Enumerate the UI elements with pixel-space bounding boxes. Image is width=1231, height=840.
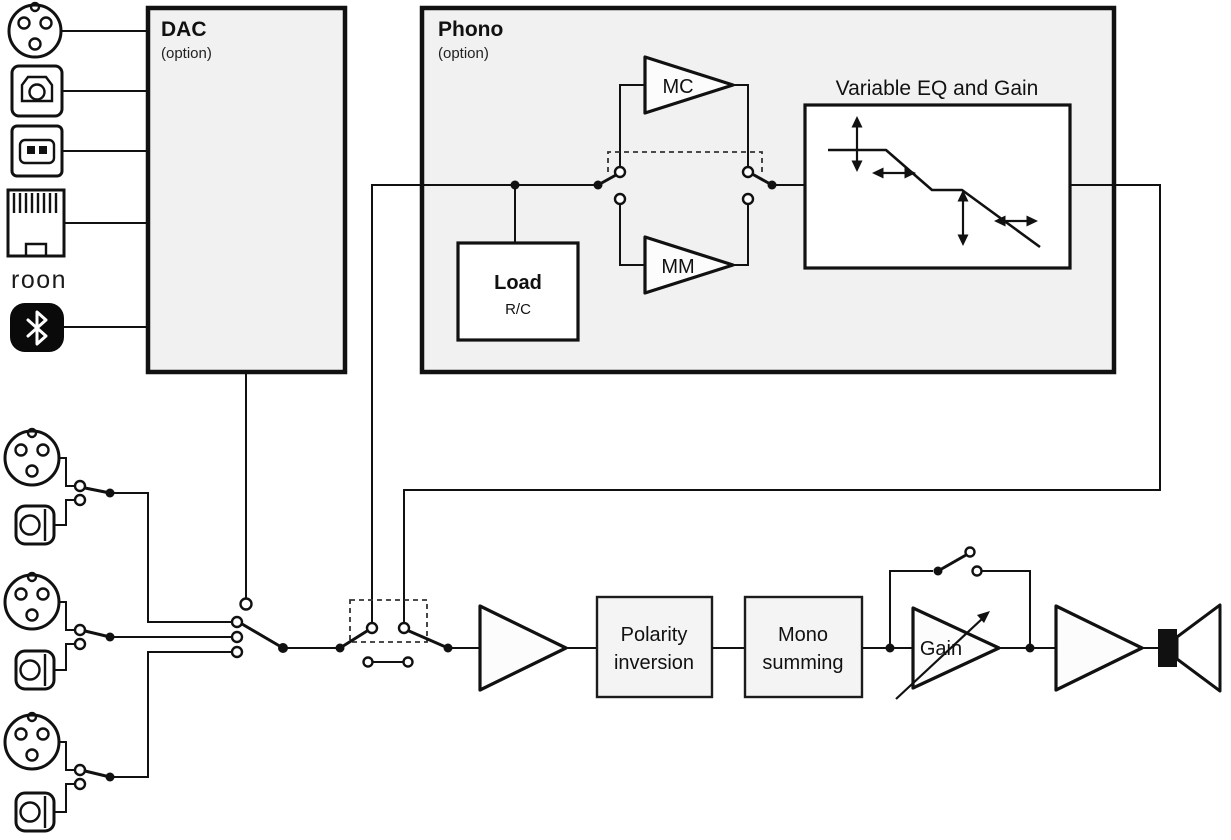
buffer-amp-icon bbox=[478, 604, 568, 692]
mc-mm-wires bbox=[619, 84, 749, 266]
mc-mm-input-switch bbox=[593, 165, 627, 206]
gain-amp-icon: Gain bbox=[895, 606, 1001, 700]
polarity-inversion-box: Polarity inversion bbox=[595, 595, 714, 699]
eq-adjust-arrow-horizontal-1 bbox=[872, 167, 916, 179]
junction-gain-input bbox=[885, 643, 895, 653]
variable-gain-arrow bbox=[895, 611, 990, 700]
rca-analog-input-1-icon bbox=[14, 504, 56, 546]
analog-input-2-switch bbox=[54, 601, 115, 671]
wire-phono-input bbox=[371, 184, 598, 623]
phono-loop-switch bbox=[335, 599, 453, 668]
phono-option-label: (option) bbox=[438, 45, 489, 62]
eq-title: Variable EQ and Gain bbox=[836, 77, 1039, 100]
xlr-analog-input-1-icon bbox=[3, 427, 61, 487]
phono-label: Phono bbox=[438, 18, 503, 41]
dac-option-label: (option) bbox=[161, 45, 212, 62]
eq-adjust-arrow-vertical-2 bbox=[957, 190, 969, 246]
polarity-label-line2: inversion bbox=[614, 652, 694, 674]
wire-phono-return bbox=[403, 184, 1161, 623]
polarity-label-line1: Polarity bbox=[621, 624, 688, 646]
eq-adjust-arrow-vertical-1 bbox=[851, 116, 863, 172]
output-amp-icon bbox=[1054, 604, 1144, 692]
analog-input-1-switch bbox=[54, 457, 115, 526]
dac-box: DAC (option) bbox=[145, 5, 348, 375]
xlr-digital-input-icon bbox=[7, 1, 63, 59]
switch-gang-dashed-link bbox=[607, 151, 763, 172]
speaker-icon bbox=[1158, 603, 1222, 693]
mono-label-line2: summing bbox=[762, 652, 843, 674]
rca-analog-input-2-icon bbox=[14, 649, 56, 691]
eq-curve bbox=[828, 148, 1041, 249]
gain-bypass-switch bbox=[889, 546, 1031, 648]
load-sublabel: R/C bbox=[505, 301, 531, 318]
load-label: Load bbox=[494, 272, 542, 294]
variable-eq-box: Variable EQ and Gain bbox=[803, 77, 1072, 270]
gain-label: Gain bbox=[920, 638, 962, 660]
digital-input-wires bbox=[61, 30, 148, 328]
wire-analog-1-to-selector bbox=[110, 492, 232, 623]
input-selector-switch bbox=[230, 597, 288, 659]
dac-label: DAC bbox=[161, 18, 207, 41]
mc-mm-output-switch bbox=[741, 165, 777, 206]
mm-label: MM bbox=[661, 256, 694, 278]
ethernet-rj45-icon bbox=[6, 188, 66, 258]
analog-input-3-switch bbox=[54, 741, 115, 813]
load-box: Load R/C bbox=[456, 241, 580, 342]
mono-summing-box: Mono summing bbox=[743, 595, 864, 699]
rca-analog-input-3-icon bbox=[14, 791, 56, 833]
xlr-analog-input-3-icon bbox=[3, 711, 61, 771]
mc-label: MC bbox=[662, 76, 693, 98]
eq-adjust-arrow-horizontal-2 bbox=[994, 215, 1038, 227]
bluetooth-icon bbox=[10, 303, 64, 352]
mono-label-line1: Mono bbox=[778, 624, 828, 646]
junction-load-tap bbox=[510, 180, 520, 190]
xlr-analog-input-2-icon bbox=[3, 571, 61, 631]
toslink-optical-icon bbox=[10, 64, 64, 118]
wire-analog-3-to-selector bbox=[110, 651, 232, 778]
roon-label: roon bbox=[11, 266, 67, 294]
usb-b-icon bbox=[10, 124, 64, 178]
